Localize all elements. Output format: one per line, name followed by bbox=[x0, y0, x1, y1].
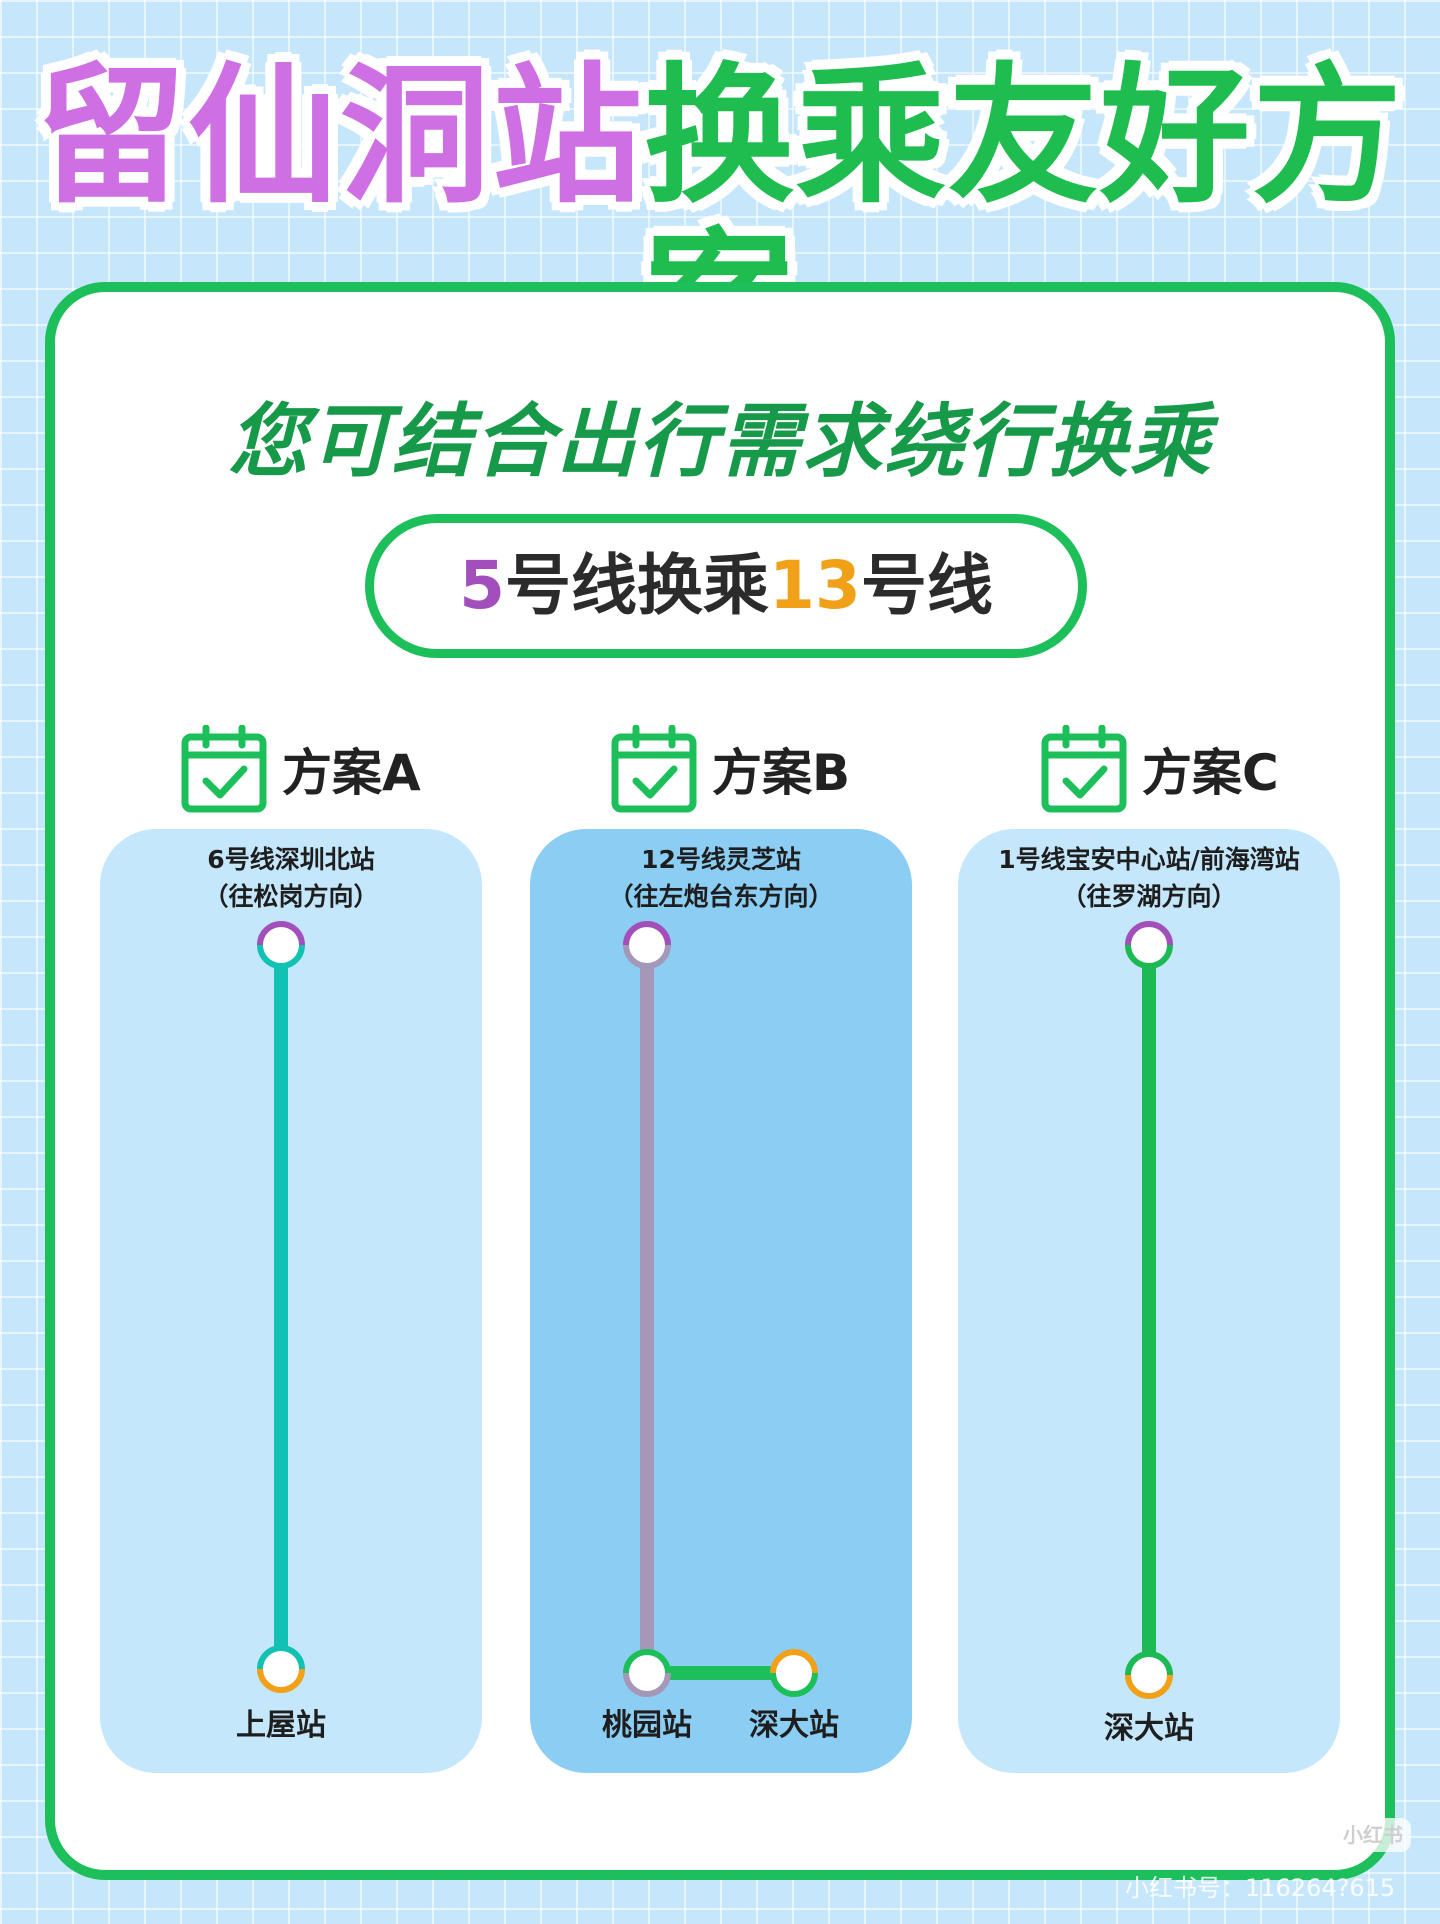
plan-a-header: 方案A bbox=[180, 724, 421, 814]
plan-a-caption: 6号线深圳北站 （往松岗方向） bbox=[100, 841, 482, 915]
plan-b-label: 方案B bbox=[712, 744, 851, 802]
plan-a-route: 6号线深圳北站 （往松岗方向） 上屋站 bbox=[100, 829, 482, 1773]
transfer-pill: 5号线换乘13号线 bbox=[365, 514, 1087, 658]
plan-a-route-map bbox=[257, 921, 305, 1693]
plan-b-route: 12号线灵芝站 （往左炮台东方向） 桃园站 深大站 bbox=[530, 829, 912, 1773]
station-dot-start bbox=[257, 921, 305, 969]
calendar-check-icon bbox=[611, 725, 697, 813]
plan-b-caption: 12号线灵芝站 （往左炮台东方向） bbox=[530, 841, 912, 915]
plan-c-header: 方案C bbox=[1040, 724, 1279, 814]
plan-c-direction: （往罗湖方向） bbox=[1061, 882, 1237, 911]
calendar-check-icon bbox=[1041, 725, 1127, 813]
watermark-text: 小红书号：116264?615 bbox=[1125, 1874, 1396, 1902]
plan-c-label: 方案C bbox=[1142, 744, 1279, 802]
title-scheme: 换乘友好方案 bbox=[644, 50, 1405, 385]
line-5-number: 5 bbox=[459, 547, 506, 624]
plan-b-start-line: 12号线灵芝站 bbox=[641, 845, 801, 874]
station-dot-end bbox=[257, 1645, 305, 1693]
plan-a-label: 方案A bbox=[282, 744, 421, 802]
station-dot-transfer bbox=[623, 1649, 671, 1697]
plan-c-route-map bbox=[1125, 921, 1173, 1699]
station-dot-start bbox=[623, 921, 671, 969]
station-dot-end bbox=[770, 1649, 818, 1697]
calendar-check-icon bbox=[181, 725, 267, 813]
watermark-logo: 小红书 bbox=[1335, 1818, 1411, 1852]
title-station: 留仙洞站 bbox=[35, 50, 644, 224]
plan-b-end-station: 深大站 bbox=[749, 1708, 839, 1743]
plan-a-direction: （往松岗方向） bbox=[203, 882, 379, 911]
scheme-card: 您可结合出行需求绕行换乘 5号线换乘13号线 方案A 方案B bbox=[45, 282, 1395, 1880]
plan-c-route: 1号线宝安中心站/前海湾站 （往罗湖方向） 深大站 bbox=[958, 829, 1340, 1773]
plan-c-caption: 1号线宝安中心站/前海湾站 （往罗湖方向） bbox=[958, 841, 1340, 915]
plan-b-header: 方案B bbox=[610, 724, 850, 814]
plan-a-start-line: 6号线深圳北站 bbox=[207, 845, 375, 874]
transfer-text: 号线换乘 bbox=[505, 547, 770, 624]
plan-c-end-station: 深大站 bbox=[1104, 1711, 1194, 1746]
station-dot-start bbox=[1125, 921, 1173, 969]
plan-b-mid-station: 桃园站 bbox=[602, 1708, 692, 1743]
card-subtitle: 您可结合出行需求绕行换乘 bbox=[228, 395, 1212, 488]
line-13-number: 13 bbox=[769, 547, 861, 624]
station-dot-end bbox=[1125, 1651, 1173, 1699]
plan-b-direction: （往左炮台东方向） bbox=[608, 882, 834, 911]
plan-a-end-station: 上屋站 bbox=[236, 1708, 326, 1743]
plan-c-start-line: 1号线宝安中心站/前海湾站 bbox=[998, 845, 1300, 874]
plan-b-route-map bbox=[623, 921, 818, 1697]
page-title: 留仙洞站换乘友好方案 bbox=[0, 55, 1440, 385]
transfer-tail: 号线 bbox=[860, 547, 993, 624]
